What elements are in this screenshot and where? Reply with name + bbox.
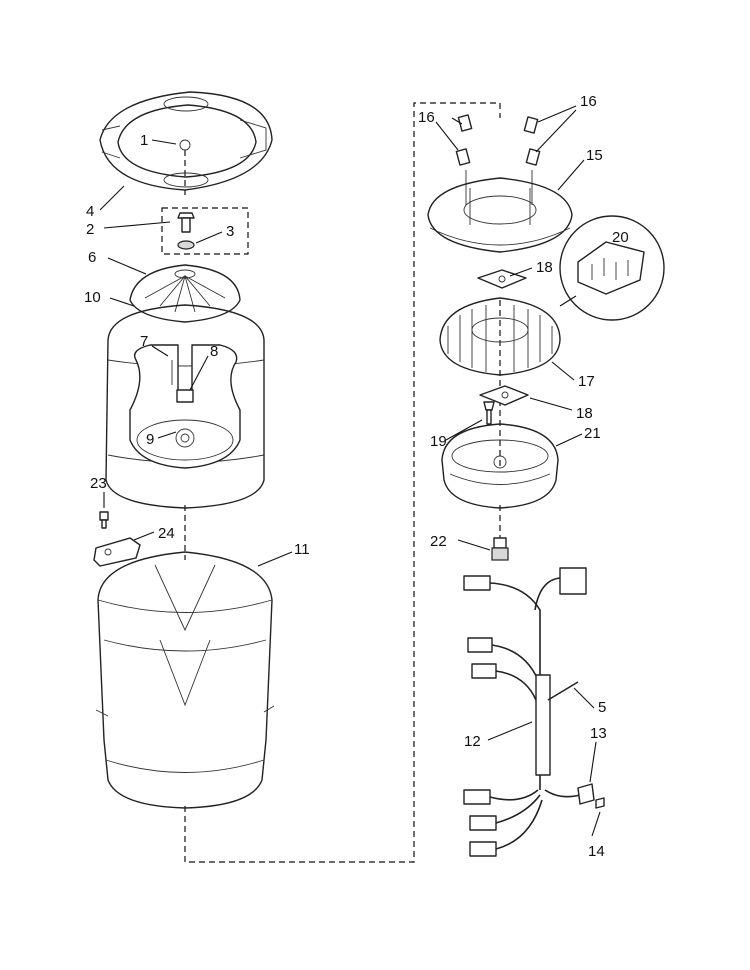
part-rotor-bolt xyxy=(483,401,495,425)
callout-22: 22 xyxy=(430,533,447,550)
part-tub-ring xyxy=(99,91,273,191)
part-gasket-lower xyxy=(479,385,529,406)
part-impeller xyxy=(129,264,241,323)
callout-4: 4 xyxy=(86,203,94,220)
callout-8: 8 xyxy=(210,343,218,360)
callout-15: 15 xyxy=(586,147,603,164)
callout-7: 7 xyxy=(140,333,148,350)
callout-11: 11 xyxy=(294,541,310,558)
part-drive-housing xyxy=(427,177,573,253)
part-coupling xyxy=(491,537,509,561)
part-bolt-washer-group xyxy=(161,207,249,255)
part-outer-tub xyxy=(95,551,275,809)
callout-16-right: 16 xyxy=(580,93,597,110)
part-wire-harness xyxy=(463,567,605,857)
callout-21: 21 xyxy=(584,425,601,442)
callout-labels: 1 2 3 4 5 6 7 8 9 10 11 12 13 14 15 16 1… xyxy=(84,93,629,860)
callout-9: 9 xyxy=(146,431,154,448)
part-stator-connector-detail xyxy=(559,215,665,321)
callout-17: 17 xyxy=(578,373,595,390)
callout-18-lower: 18 xyxy=(576,405,593,422)
callout-5: 5 xyxy=(598,699,606,716)
callout-18-upper: 18 xyxy=(536,259,553,276)
drive-connection-dashed-frame xyxy=(184,102,501,863)
part-pins xyxy=(455,114,541,205)
callout-13: 13 xyxy=(590,725,607,742)
part-wash-basket xyxy=(105,304,265,509)
callout-2: 2 xyxy=(86,221,94,238)
callout-1: 1 xyxy=(140,132,148,149)
callout-16-left: 16 xyxy=(418,109,435,126)
leader-lines xyxy=(99,105,601,837)
callout-10: 10 xyxy=(84,289,101,306)
callout-3: 3 xyxy=(226,223,234,240)
callout-20: 20 xyxy=(612,229,629,246)
callout-23: 23 xyxy=(90,475,107,492)
part-stator xyxy=(439,297,561,376)
callout-24: 24 xyxy=(158,525,175,542)
callout-14: 14 xyxy=(588,843,605,860)
part-rotor xyxy=(441,423,559,509)
callout-12: 12 xyxy=(464,733,481,750)
callout-19: 19 xyxy=(430,433,447,450)
part-screw-bracket xyxy=(93,511,141,567)
callout-6: 6 xyxy=(88,249,96,266)
